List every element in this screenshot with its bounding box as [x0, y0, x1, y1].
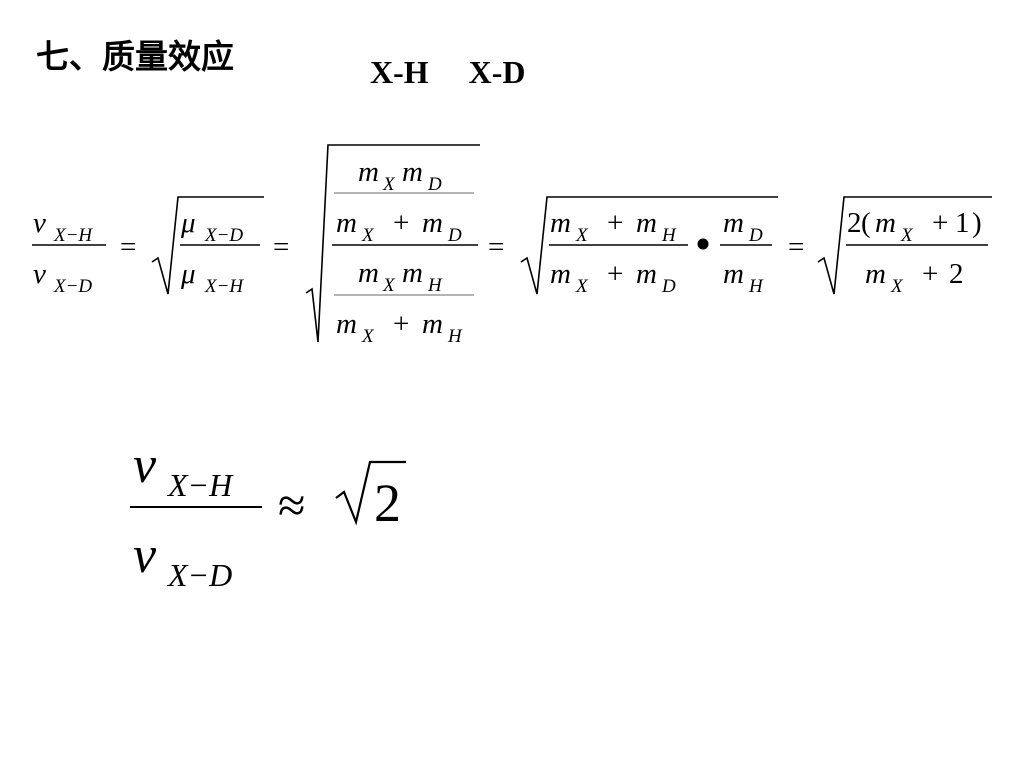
- subscript-h: H: [447, 326, 463, 347]
- subscript-x: X: [361, 326, 375, 347]
- subscript-d: D: [447, 225, 462, 246]
- m-symbol: m: [550, 258, 571, 290]
- product-sqrt: m X + m H m X + m D m D m H: [520, 196, 778, 297]
- subscript-d: D: [661, 276, 676, 297]
- m-symbol: m: [402, 156, 423, 188]
- m-symbol: m: [402, 257, 423, 289]
- m-symbol: m: [865, 258, 886, 290]
- m-symbol: m: [422, 308, 443, 340]
- equals-sign: =: [273, 231, 289, 263]
- slide-title: 七、质量效应: [36, 37, 234, 76]
- subscript-x: X: [890, 276, 904, 297]
- bullet-operator: [697, 238, 709, 250]
- m-symbol: m: [636, 258, 657, 290]
- subscript-x-h: X−H: [204, 276, 244, 297]
- left-paren: (: [861, 207, 871, 239]
- subscript-h: H: [748, 276, 764, 297]
- nu-ratio: ν X−H ν X−D: [32, 207, 106, 297]
- subscript-x-d: X−D: [53, 276, 92, 297]
- radical-sign: [520, 196, 778, 295]
- label-x-d: X-D: [468, 54, 526, 90]
- digit-two: 2: [847, 207, 862, 239]
- subscript-x: X: [575, 276, 589, 297]
- final-sqrt: 2 ( m X + 1 ) m X + 2: [817, 196, 992, 297]
- approx-sign: ≈: [278, 477, 305, 533]
- m-symbol: m: [358, 156, 379, 188]
- digit-two: 2: [949, 258, 964, 290]
- plus-sign: +: [922, 258, 938, 290]
- sqrt-radicand: 2: [374, 473, 401, 533]
- m-symbol: m: [636, 207, 657, 239]
- mu-symbol: μ: [180, 258, 196, 290]
- radical-sign: [335, 460, 406, 526]
- main-equation: ν X−H ν X−D = μ X−D μ X−H = m: [32, 144, 992, 347]
- nu-symbol: ν: [33, 258, 46, 290]
- equals-sign: =: [488, 231, 504, 263]
- m-symbol: m: [422, 207, 443, 239]
- subscript-x: X: [382, 275, 396, 296]
- digit-one: 1: [955, 207, 970, 239]
- subscript-d: D: [427, 174, 442, 195]
- mu-symbol: μ: [180, 207, 196, 239]
- equals-sign: =: [120, 231, 136, 263]
- m-symbol: m: [875, 207, 896, 239]
- plus-sign: +: [932, 207, 948, 239]
- approx-result: ν X−H ν X−D ≈ 2: [130, 437, 406, 593]
- subscript-x-d: X−D: [166, 557, 232, 593]
- subscript-x-d: X−D: [204, 225, 243, 246]
- nu-symbol: ν: [33, 207, 46, 239]
- plus-sign: +: [607, 258, 623, 290]
- equals-sign: =: [788, 231, 804, 263]
- m-symbol: m: [358, 257, 379, 289]
- plus-sign: +: [607, 207, 623, 239]
- subscript-x: X: [575, 225, 589, 246]
- label-x-h: X-H: [370, 54, 429, 90]
- subscript-h: H: [427, 275, 443, 296]
- subscript-x: X: [361, 225, 375, 246]
- radical-sign: [151, 196, 264, 295]
- plus-sign: +: [393, 207, 409, 239]
- nu-symbol: ν: [133, 437, 157, 494]
- subscript-d: D: [748, 225, 763, 246]
- subscript-x: X: [382, 174, 396, 195]
- subscript-x-h: X−H: [166, 467, 234, 503]
- m-symbol: m: [336, 207, 357, 239]
- bond-labels: X-H X-D: [370, 54, 526, 91]
- subscript-x: X: [900, 225, 914, 246]
- subscript-h: H: [661, 225, 677, 246]
- compound-fraction-sqrt: m X m D m X + m D m X m H m X +: [305, 144, 480, 347]
- mu-ratio-sqrt: μ X−D μ X−H: [151, 196, 264, 297]
- plus-sign: +: [393, 308, 409, 340]
- m-symbol: m: [723, 207, 744, 239]
- nu-symbol: ν: [133, 527, 157, 584]
- right-paren: ): [972, 207, 982, 239]
- radical-sign: [817, 196, 992, 295]
- radical-sign: [305, 144, 480, 343]
- m-symbol: m: [723, 258, 744, 290]
- m-symbol: m: [550, 207, 571, 239]
- subscript-x-h: X−H: [53, 225, 93, 246]
- m-symbol: m: [336, 308, 357, 340]
